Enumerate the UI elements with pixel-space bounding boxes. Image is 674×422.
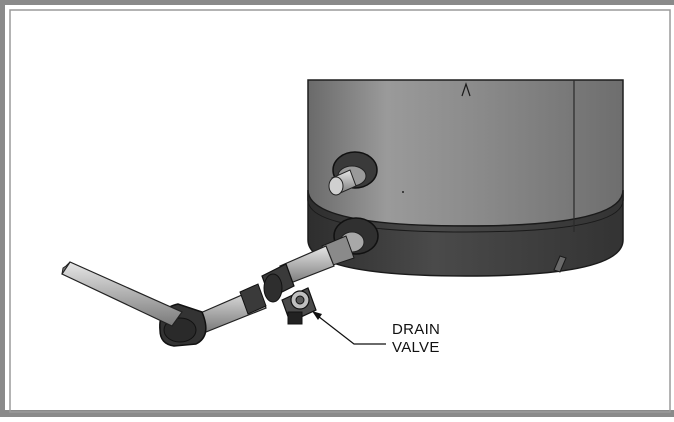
- callout-leader: [313, 312, 386, 345]
- frame-bottom-edge: [0, 410, 674, 417]
- drain-valve-label-line1: DRAIN: [392, 321, 441, 338]
- frame-left-edge: [0, 0, 5, 417]
- tee-fitting: [261, 263, 295, 303]
- drain-valve: [281, 287, 317, 325]
- callout-arrowhead: [312, 311, 322, 320]
- drain-pipe-lower: [197, 283, 267, 333]
- drain-valve-label-line2: VALVE: [392, 339, 440, 356]
- drain-valve-label: DRAIN VALVE: [392, 321, 440, 357]
- water-heater-tank: [307, 79, 624, 277]
- upper-port-fitting: [328, 151, 378, 196]
- frame-inner-border: [9, 9, 671, 413]
- lower-port-fitting: [321, 217, 379, 267]
- frame-top-edge: [0, 0, 674, 5]
- drain-pipe-outlet: [61, 261, 183, 327]
